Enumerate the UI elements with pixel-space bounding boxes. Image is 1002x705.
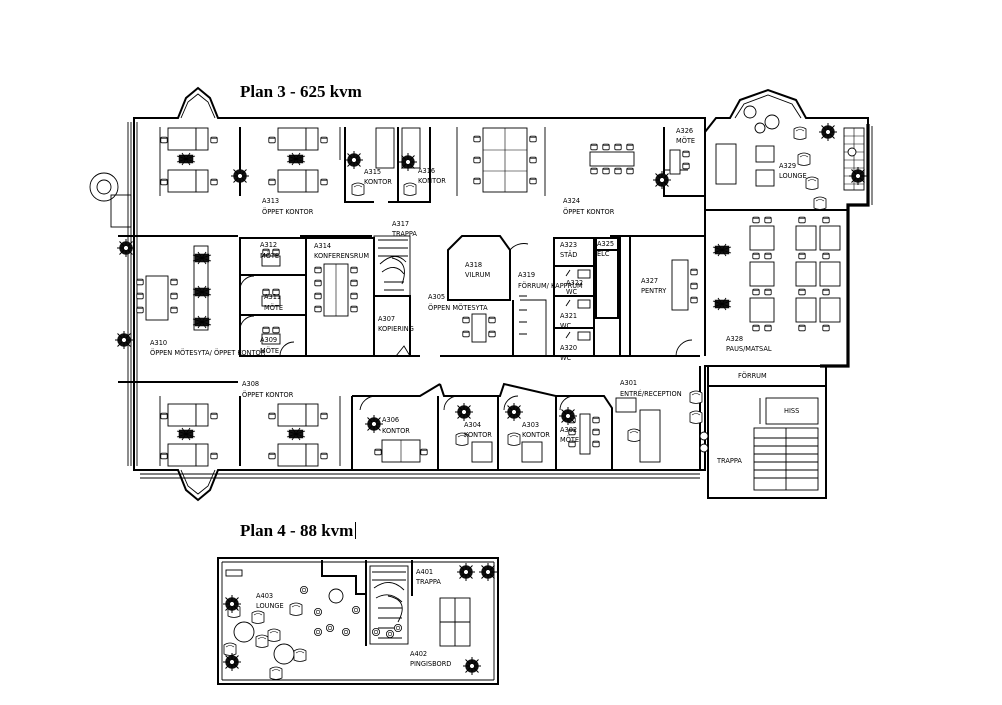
desk-cluster-a313-east (268, 127, 328, 193)
plan-4-title: Plan 4 - 88 kvm (240, 521, 356, 541)
plan-3-title: Plan 3 - 625 kvm (240, 82, 362, 101)
desk-cluster-a308-east (268, 403, 328, 467)
room-label-hiss: HISS (784, 407, 799, 415)
room-label-trappa: TRAPPA (716, 457, 742, 465)
desk-cluster-a313-west (160, 127, 218, 193)
meeting-table-a324 (589, 143, 635, 175)
desk-cluster-a324 (473, 127, 537, 193)
desk-cluster-a308-west (160, 403, 218, 467)
plan-3 (89, 86, 873, 502)
room-label-forrum: FÖRRUM (738, 371, 767, 380)
plan-4 (217, 557, 499, 685)
dining-tables (749, 216, 841, 332)
